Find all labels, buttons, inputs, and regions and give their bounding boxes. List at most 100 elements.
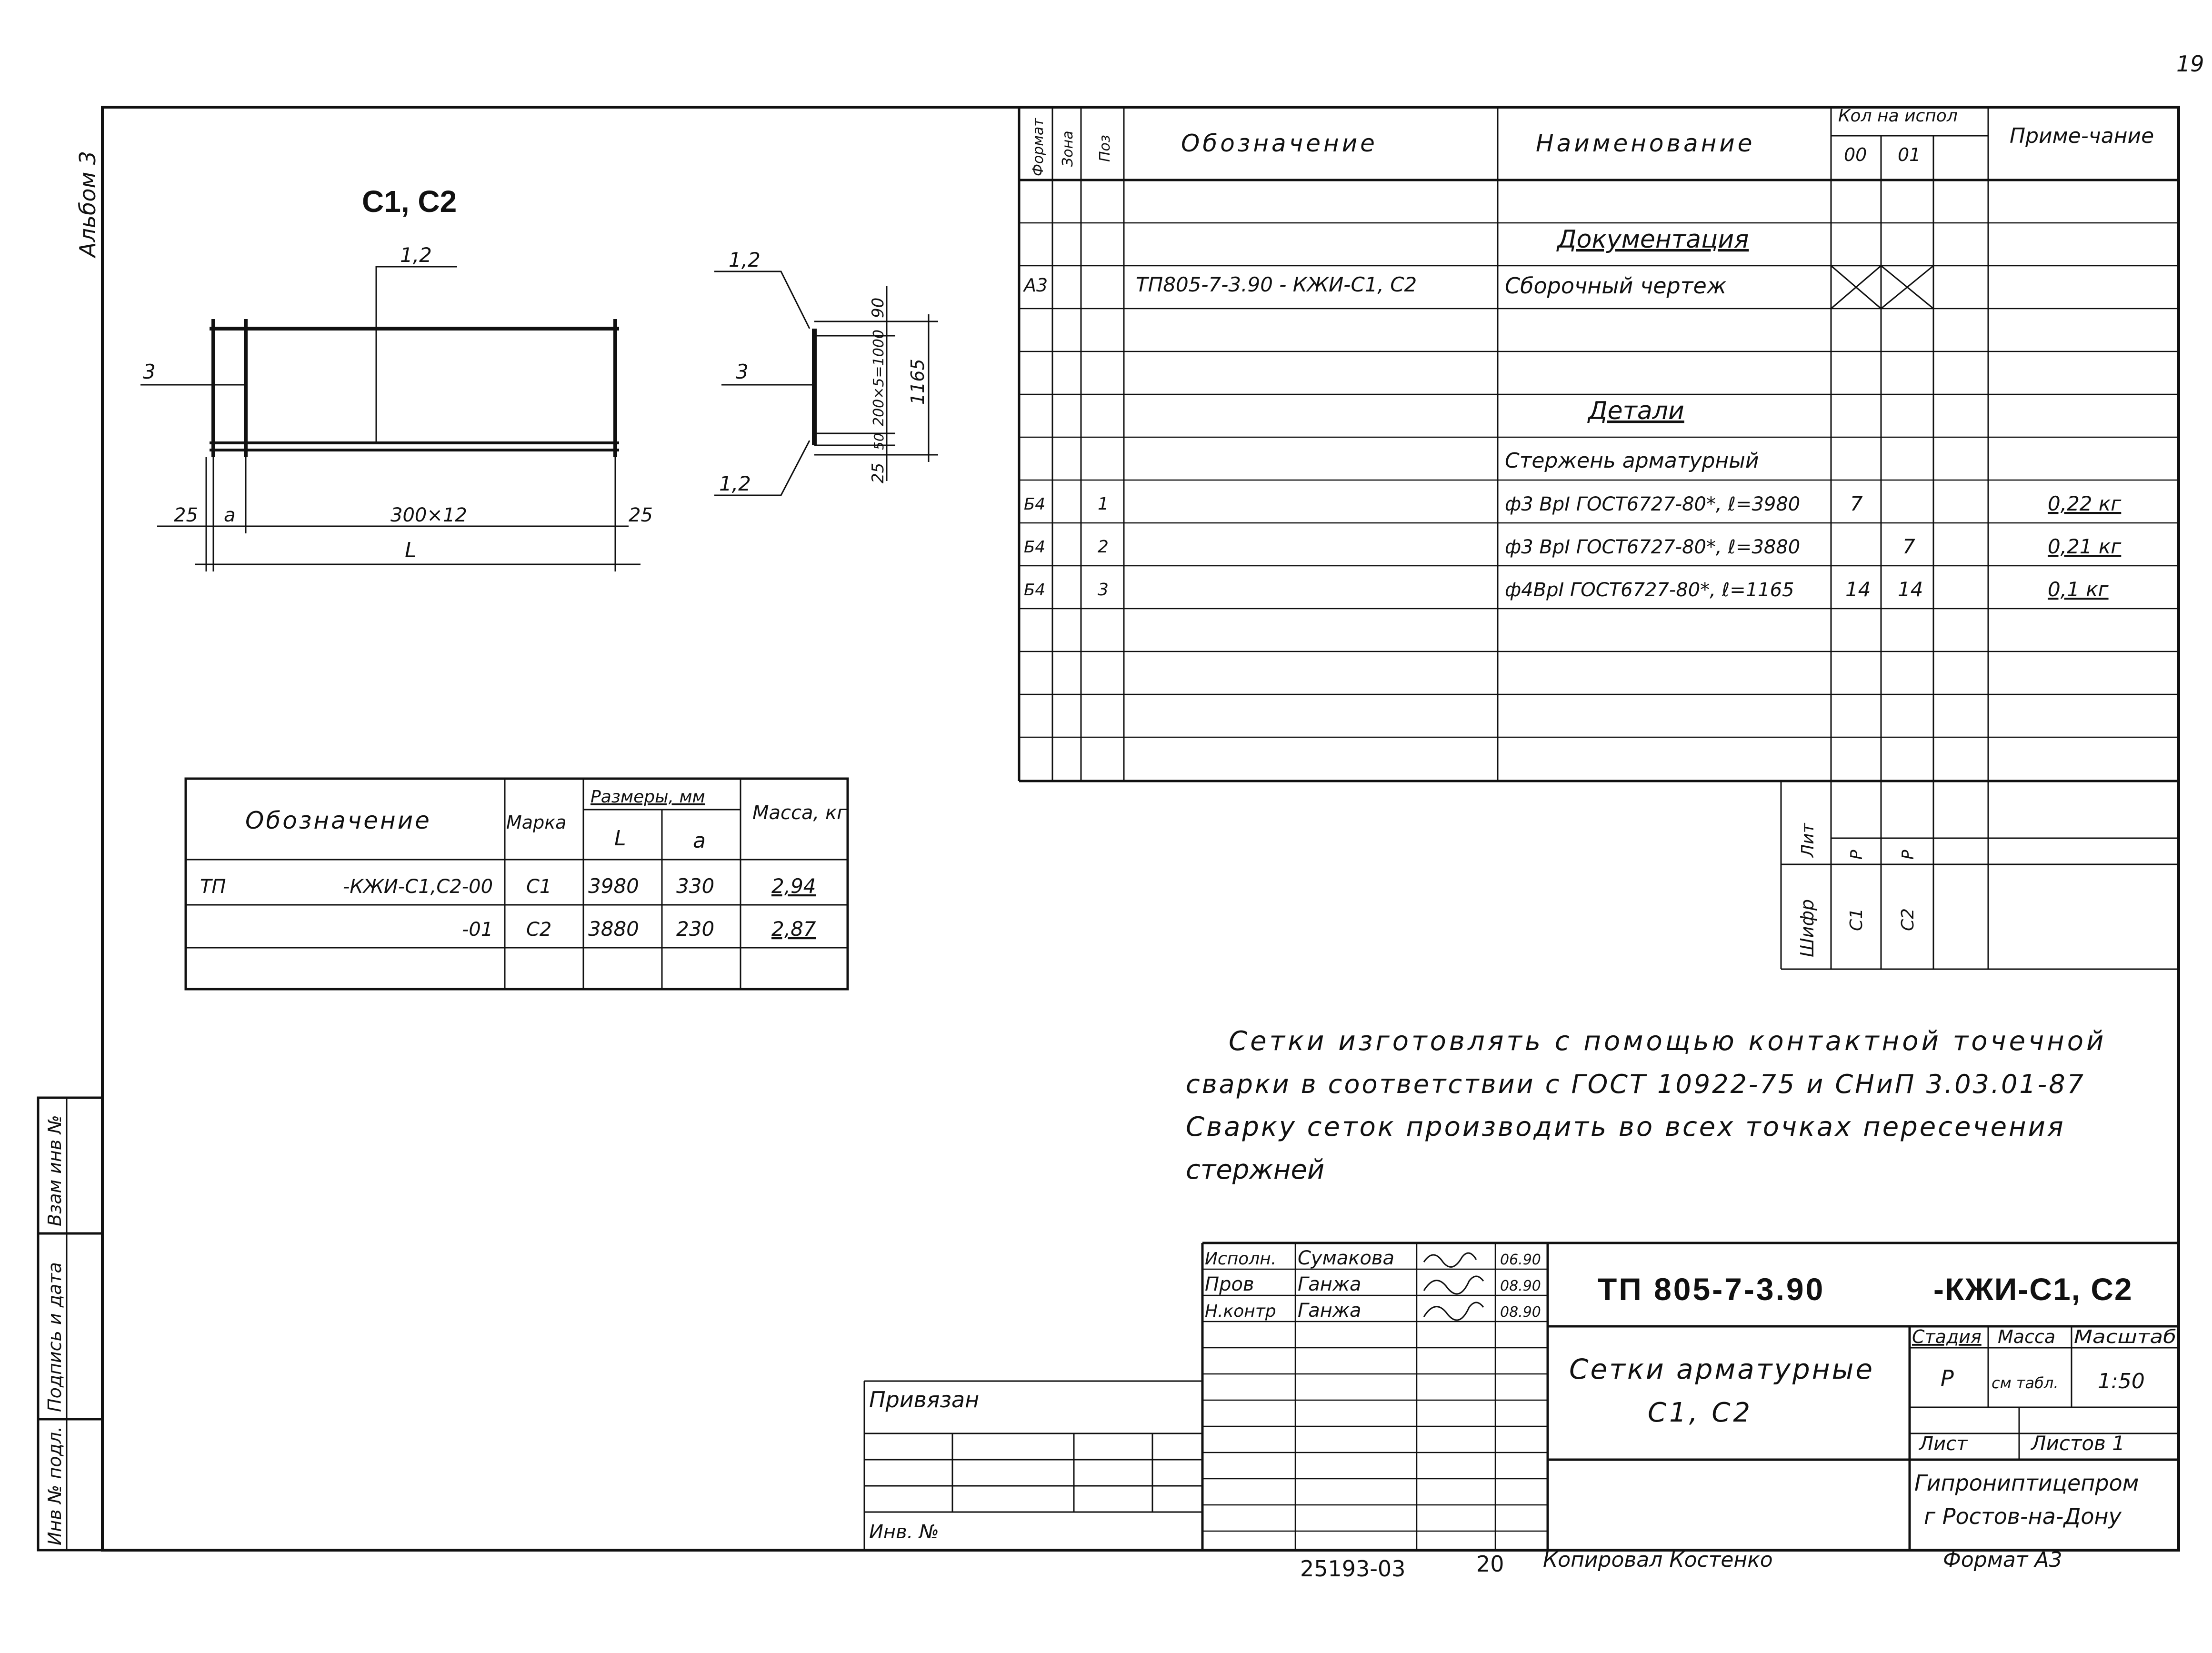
plan-dim-L: L bbox=[405, 538, 417, 562]
mass-header-sizes: Размеры, мм bbox=[591, 787, 705, 807]
stage-label: Стадия bbox=[1912, 1326, 1982, 1347]
org-line-1: Гипрониптицепром bbox=[1914, 1470, 2139, 1496]
plan-dim-span: 300×12 bbox=[390, 504, 467, 526]
spec-header-qty: Кол на испол bbox=[1838, 106, 1958, 126]
sheet-title-1: Сетки арматурные bbox=[1569, 1353, 1874, 1385]
footer-format: Формат А3 bbox=[1943, 1548, 2062, 1572]
sheet-title-2: С1, С2 bbox=[1648, 1397, 1753, 1428]
footer-copied: Копировал Костенко bbox=[1543, 1548, 1773, 1572]
spec-header-name: Наименование bbox=[1536, 130, 1755, 157]
plan-dim-a: a bbox=[224, 504, 236, 526]
mass-label: Масса bbox=[1998, 1326, 2055, 1347]
plan-mark-12: 1,2 bbox=[400, 243, 432, 267]
inv-label: Инв. № bbox=[869, 1521, 939, 1543]
drawing-frame bbox=[101, 106, 2180, 1552]
stamp-inv-orig: Инв № подл. bbox=[44, 1426, 65, 1545]
spec-row-3-pos: 2 bbox=[1098, 537, 1109, 557]
title-block: Привязан Инв. № Исполн. Сумакова 06.90 П… bbox=[863, 1242, 2179, 1550]
mesh-plan-view: С1, С2 1,2 3 25 a 300×12 25 L bbox=[140, 184, 653, 571]
spec-row-3-format: Б4 bbox=[1024, 538, 1045, 557]
spec-section-documentation: Документация bbox=[1556, 225, 1749, 254]
spec-header-designation: Обозначение bbox=[1181, 130, 1378, 157]
mass-header-L: L bbox=[614, 826, 626, 851]
cipher-label: Шифр bbox=[1797, 899, 1818, 957]
role-1: Пров bbox=[1205, 1273, 1254, 1295]
notes-block: Сетки изготовлять с помощью контактной т… bbox=[1186, 1026, 2106, 1185]
spec-row-4-q01: 14 bbox=[1898, 578, 1923, 601]
mass-header-mark: Марка bbox=[506, 812, 566, 833]
mass-row-0-a: 330 bbox=[676, 874, 714, 898]
spec-row-1-name: Стержень арматурный bbox=[1505, 449, 1759, 473]
mesh-section-view: 1,2 3 1,2 90 200×5=1000 1165 50 25 bbox=[714, 248, 938, 496]
mass-row-1-a: 230 bbox=[676, 917, 714, 941]
spec-row-4-format: Б4 bbox=[1024, 581, 1045, 600]
bound-label: Привязан bbox=[869, 1387, 979, 1413]
section-dim-90: 90 bbox=[869, 298, 888, 318]
mass-table: Обозначение Марка Размеры, мм L a Масса,… bbox=[184, 777, 849, 991]
role-0-date: 06.90 bbox=[1500, 1252, 1541, 1268]
stage-value: Р bbox=[1941, 1365, 1954, 1391]
spec-row-2-note: 0,22 кг bbox=[2048, 492, 2122, 515]
stamp-inv-sub: Взам инв № bbox=[44, 1115, 65, 1226]
plan-mark-3: 3 bbox=[143, 360, 156, 383]
mass-row-1-L: 3880 bbox=[588, 917, 639, 941]
mass-row-1-mass: 2,87 bbox=[771, 917, 816, 941]
spec-row-0-designation: ТП805-7-3.90 - КЖИ-С1, С2 bbox=[1136, 273, 1417, 296]
mass-header-designation: Обозначение bbox=[245, 807, 431, 834]
footer-page: 20 bbox=[1476, 1551, 1504, 1577]
spec-row-2-pos: 1 bbox=[1098, 494, 1109, 514]
specification-table: Формат Зона Поз Обозначение Наименование… bbox=[1018, 106, 2179, 782]
note-line-3: стержней bbox=[1186, 1154, 1324, 1185]
spec-header-pos: Поз bbox=[1097, 135, 1113, 162]
spec-row-4-note: 0,1 кг bbox=[2048, 578, 2109, 601]
plan-dim-left-25: 25 bbox=[174, 504, 198, 526]
spec-row-3-name: ф3 ВрI ГОСТ6727-80*, ℓ=3880 bbox=[1505, 536, 1800, 558]
lit-cipher-block: Лит Р Р Шифр С1 С2 bbox=[1780, 781, 2179, 970]
role-0: Исполн. bbox=[1205, 1249, 1276, 1269]
spec-row-4-pos: 3 bbox=[1098, 580, 1109, 600]
spec-row-0-name: Сборочный чертеж bbox=[1505, 273, 1727, 299]
spec-row-3-note: 0,21 кг bbox=[2048, 535, 2122, 558]
role-0-name: Сумакова bbox=[1298, 1247, 1394, 1269]
side-stamp: Взам инв № Подпись и дата Инв № подл. bbox=[37, 1096, 104, 1552]
spec-header-format: Формат bbox=[1030, 118, 1047, 176]
footer: 25193-03 20 Копировал Костенко Формат А3 bbox=[1300, 1548, 2062, 1582]
lit-01: Р bbox=[1899, 850, 1918, 860]
spec-row-2-format: Б4 bbox=[1024, 495, 1045, 514]
document-code-suffix: -КЖИ-С1, С2 bbox=[1933, 1272, 2133, 1307]
cipher-00: С1 bbox=[1847, 908, 1866, 931]
section-dim-1165: 1165 bbox=[907, 359, 928, 405]
mass-value: см табл. bbox=[1992, 1374, 2059, 1392]
note-line-1: сварки в соответствии с ГОСТ 10922-75 и … bbox=[1186, 1069, 2085, 1099]
plan-dim-right-25: 25 bbox=[629, 504, 653, 526]
org-line-2: г Ростов-на-Дону bbox=[1924, 1503, 2122, 1529]
document-code: ТП 805-7-3.90 bbox=[1598, 1272, 1825, 1307]
section-mark-12-bottom: 1,2 bbox=[719, 472, 751, 495]
lit-label: Лит bbox=[1798, 823, 1818, 858]
album-label: Альбом 3 bbox=[75, 151, 100, 259]
page-number: 19 bbox=[2176, 51, 2204, 77]
spec-header-note: Приме-чание bbox=[2010, 124, 2154, 148]
drawing-title: С1, С2 bbox=[362, 184, 457, 219]
spec-row-2-name: ф3 ВрI ГОСТ6727-80*, ℓ=3980 bbox=[1505, 493, 1800, 515]
mass-header-a: a bbox=[693, 829, 706, 853]
spec-row-4-q00: 14 bbox=[1845, 578, 1871, 601]
mass-row-0-d1: ТП bbox=[200, 876, 226, 898]
mass-row-0-mass: 2,94 bbox=[771, 874, 816, 898]
note-line-0: Сетки изготовлять с помощью контактной т… bbox=[1229, 1026, 2106, 1057]
spec-row-0-format: А3 bbox=[1022, 275, 1048, 296]
role-1-name: Ганжа bbox=[1298, 1273, 1361, 1295]
footer-number: 25193-03 bbox=[1300, 1556, 1405, 1582]
scale-value: 1:50 bbox=[2098, 1369, 2145, 1393]
section-mark-12-top: 1,2 bbox=[729, 248, 761, 271]
role-1-date: 08.90 bbox=[1500, 1278, 1541, 1294]
mass-row-0-L: 3980 bbox=[588, 874, 639, 898]
spec-row-3-q01: 7 bbox=[1902, 535, 1915, 558]
note-line-2: Сварку сеток производить во всех точках … bbox=[1186, 1112, 2065, 1142]
scale-label: Масштаб bbox=[2074, 1326, 2176, 1347]
lit-00: Р bbox=[1847, 850, 1866, 860]
mass-header-mass: Масса, кг bbox=[752, 802, 847, 824]
spec-row-2-q00: 7 bbox=[1850, 492, 1863, 515]
mass-row-1-d2: -01 bbox=[462, 919, 493, 941]
